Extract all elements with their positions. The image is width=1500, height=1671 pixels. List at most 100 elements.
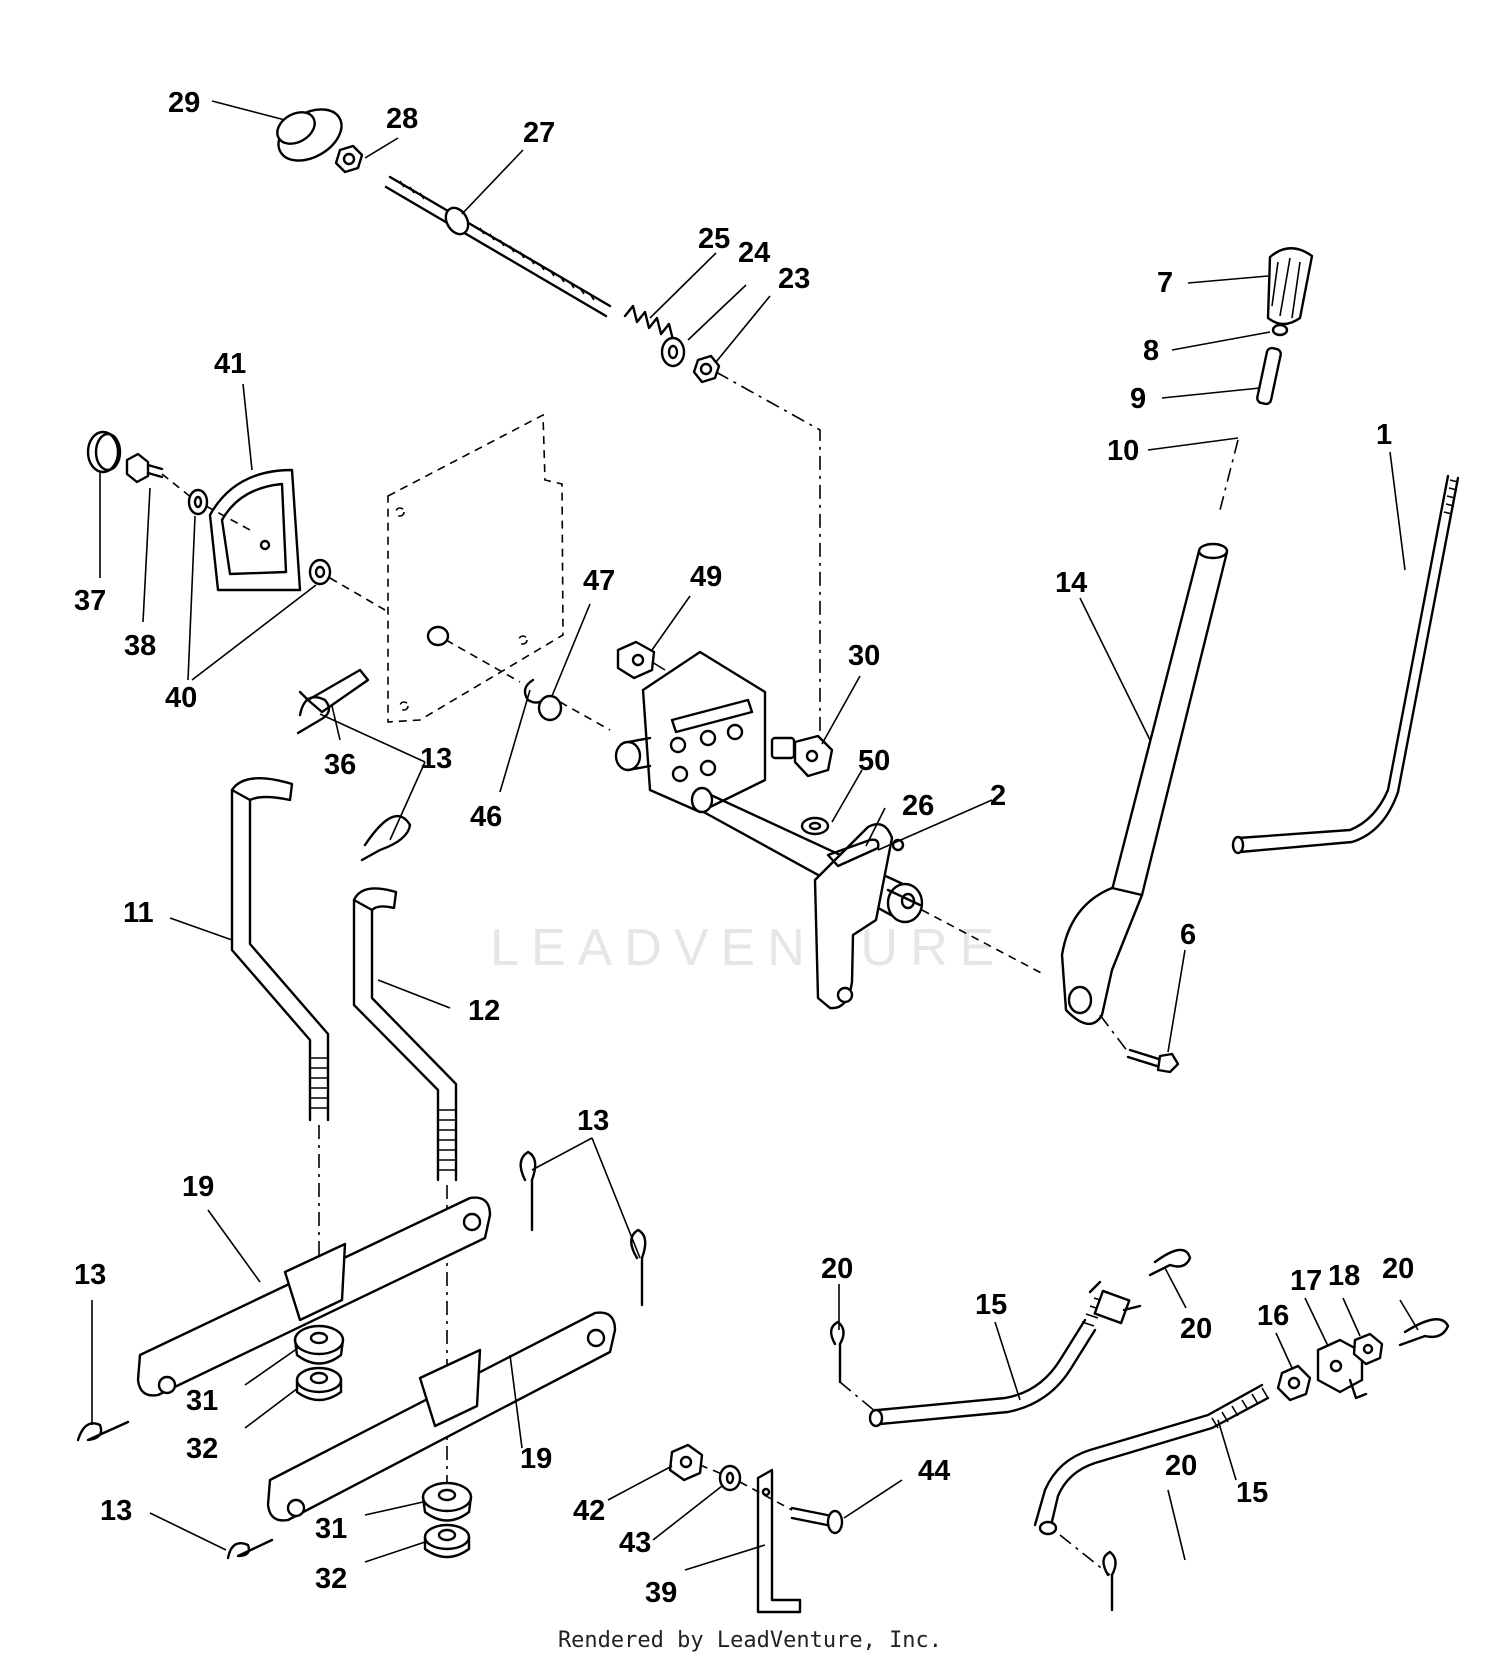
part-18-nut (1352, 1332, 1384, 1366)
label-31-a: 31 (186, 1385, 218, 1417)
label-39: 39 (645, 1577, 677, 1609)
label-42: 42 (573, 1495, 605, 1527)
label-16: 16 (1257, 1300, 1289, 1332)
part-25-spring (623, 304, 675, 342)
label-50: 50 (858, 745, 890, 777)
part-37-cap (86, 430, 122, 474)
part-8-ring (1271, 323, 1289, 337)
part-15-rod-upper (868, 1280, 1142, 1428)
label-31-b: 31 (315, 1513, 347, 1545)
label-20-b: 20 (1180, 1313, 1212, 1345)
part-36-clip (298, 668, 370, 714)
footer-credit: Rendered by LeadVenture, Inc. (557, 1628, 943, 1653)
label-2: 2 (990, 780, 1006, 812)
leader-lines (91, 100, 1419, 1571)
assembly-line-15b (1059, 1534, 1111, 1576)
assembly-line-23-30 (715, 371, 821, 735)
part-12-rod (352, 887, 458, 1182)
label-29: 29 (168, 87, 200, 119)
part-26-pin (826, 838, 880, 868)
label-15-b: 15 (1236, 1477, 1268, 1509)
label-38: 38 (124, 630, 156, 662)
label-20-c: 20 (1382, 1253, 1414, 1285)
assembly-line-42 (699, 1464, 793, 1511)
label-20-a: 20 (821, 1253, 853, 1285)
assembly-line-15a (839, 1381, 877, 1413)
part-28-nut (334, 144, 364, 174)
label-9: 9 (1130, 383, 1146, 415)
assembly-line-2-14 (921, 909, 1046, 976)
label-13-d: 13 (100, 1495, 132, 1527)
label-1: 1 (1376, 419, 1392, 451)
label-19-a: 19 (182, 1171, 214, 1203)
label-47: 47 (583, 565, 615, 597)
assembly-line-46 (445, 639, 611, 731)
part-23-nut (692, 354, 721, 384)
label-10: 10 (1107, 435, 1139, 467)
label-37: 37 (74, 585, 106, 617)
part-32-nut-upper (295, 1366, 343, 1402)
label-14: 14 (1055, 567, 1087, 599)
label-18: 18 (1328, 1260, 1360, 1292)
part-16-nut (1276, 1364, 1312, 1402)
part-2-shaft (614, 650, 924, 1010)
label-17: 17 (1290, 1265, 1322, 1297)
part-number-labels: 29 28 27 25 24 23 7 8 9 10 1 14 41 37 38… (74, 87, 1414, 1609)
label-46: 46 (470, 801, 502, 833)
part-17-block (1316, 1338, 1368, 1400)
label-24: 24 (738, 237, 770, 269)
label-30: 30 (848, 640, 880, 672)
watermark-text: LEADVENTURE (490, 919, 1006, 977)
label-25: 25 (698, 223, 730, 255)
part-15-rod-lower (1033, 1383, 1270, 1536)
part-19-arm-upper (136, 1196, 492, 1397)
part-11-rod (230, 777, 330, 1122)
label-43: 43 (619, 1527, 651, 1559)
part-50-washer (800, 816, 830, 836)
part-41-bracket (208, 468, 302, 592)
label-28: 28 (386, 103, 418, 135)
label-20-d: 20 (1165, 1450, 1197, 1482)
label-36: 36 (324, 749, 356, 781)
label-15-a: 15 (975, 1289, 1007, 1321)
part-20-clips (830, 1248, 1450, 1612)
part-40-washers (187, 488, 332, 586)
label-40: 40 (165, 682, 197, 714)
part-42-nut (668, 1443, 704, 1482)
label-26: 26 (902, 790, 934, 822)
label-13-a: 13 (420, 743, 452, 775)
part-43-washer (718, 1464, 742, 1492)
label-32-a: 32 (186, 1433, 218, 1465)
label-23: 23 (778, 263, 810, 295)
part-13-clips-lower (76, 1150, 647, 1560)
plate-bushing (426, 625, 450, 647)
part-27-rod (384, 175, 612, 318)
label-32-b: 32 (315, 1563, 347, 1595)
label-12: 12 (468, 995, 500, 1027)
label-27: 27 (523, 117, 555, 149)
label-44: 44 (918, 1455, 950, 1487)
label-19-b: 19 (520, 1443, 552, 1475)
part-47-ring (537, 694, 563, 722)
part-14-lever (1060, 542, 1229, 1025)
label-7: 7 (1157, 267, 1173, 299)
assembly-line-6 (1099, 1014, 1129, 1053)
part-38-bolt (125, 452, 164, 484)
part-1-rod (1231, 474, 1460, 855)
label-13-b: 13 (577, 1105, 609, 1137)
part-44-bolt (790, 1506, 844, 1535)
assembly-line-10 (1219, 439, 1239, 511)
part-6-bolt (1126, 1048, 1180, 1074)
mounting-plate (387, 413, 564, 723)
assembly-line-40 (161, 473, 386, 611)
part-49-bolt (616, 640, 656, 680)
label-49: 49 (690, 561, 722, 593)
part-30-swivel (770, 734, 834, 778)
part-24-washer (660, 336, 686, 368)
part-39-bracket (756, 1468, 802, 1614)
label-41: 41 (214, 348, 246, 380)
label-11: 11 (123, 897, 154, 929)
part-9-pin (1256, 346, 1282, 406)
part-31-bushing-upper (293, 1324, 345, 1365)
